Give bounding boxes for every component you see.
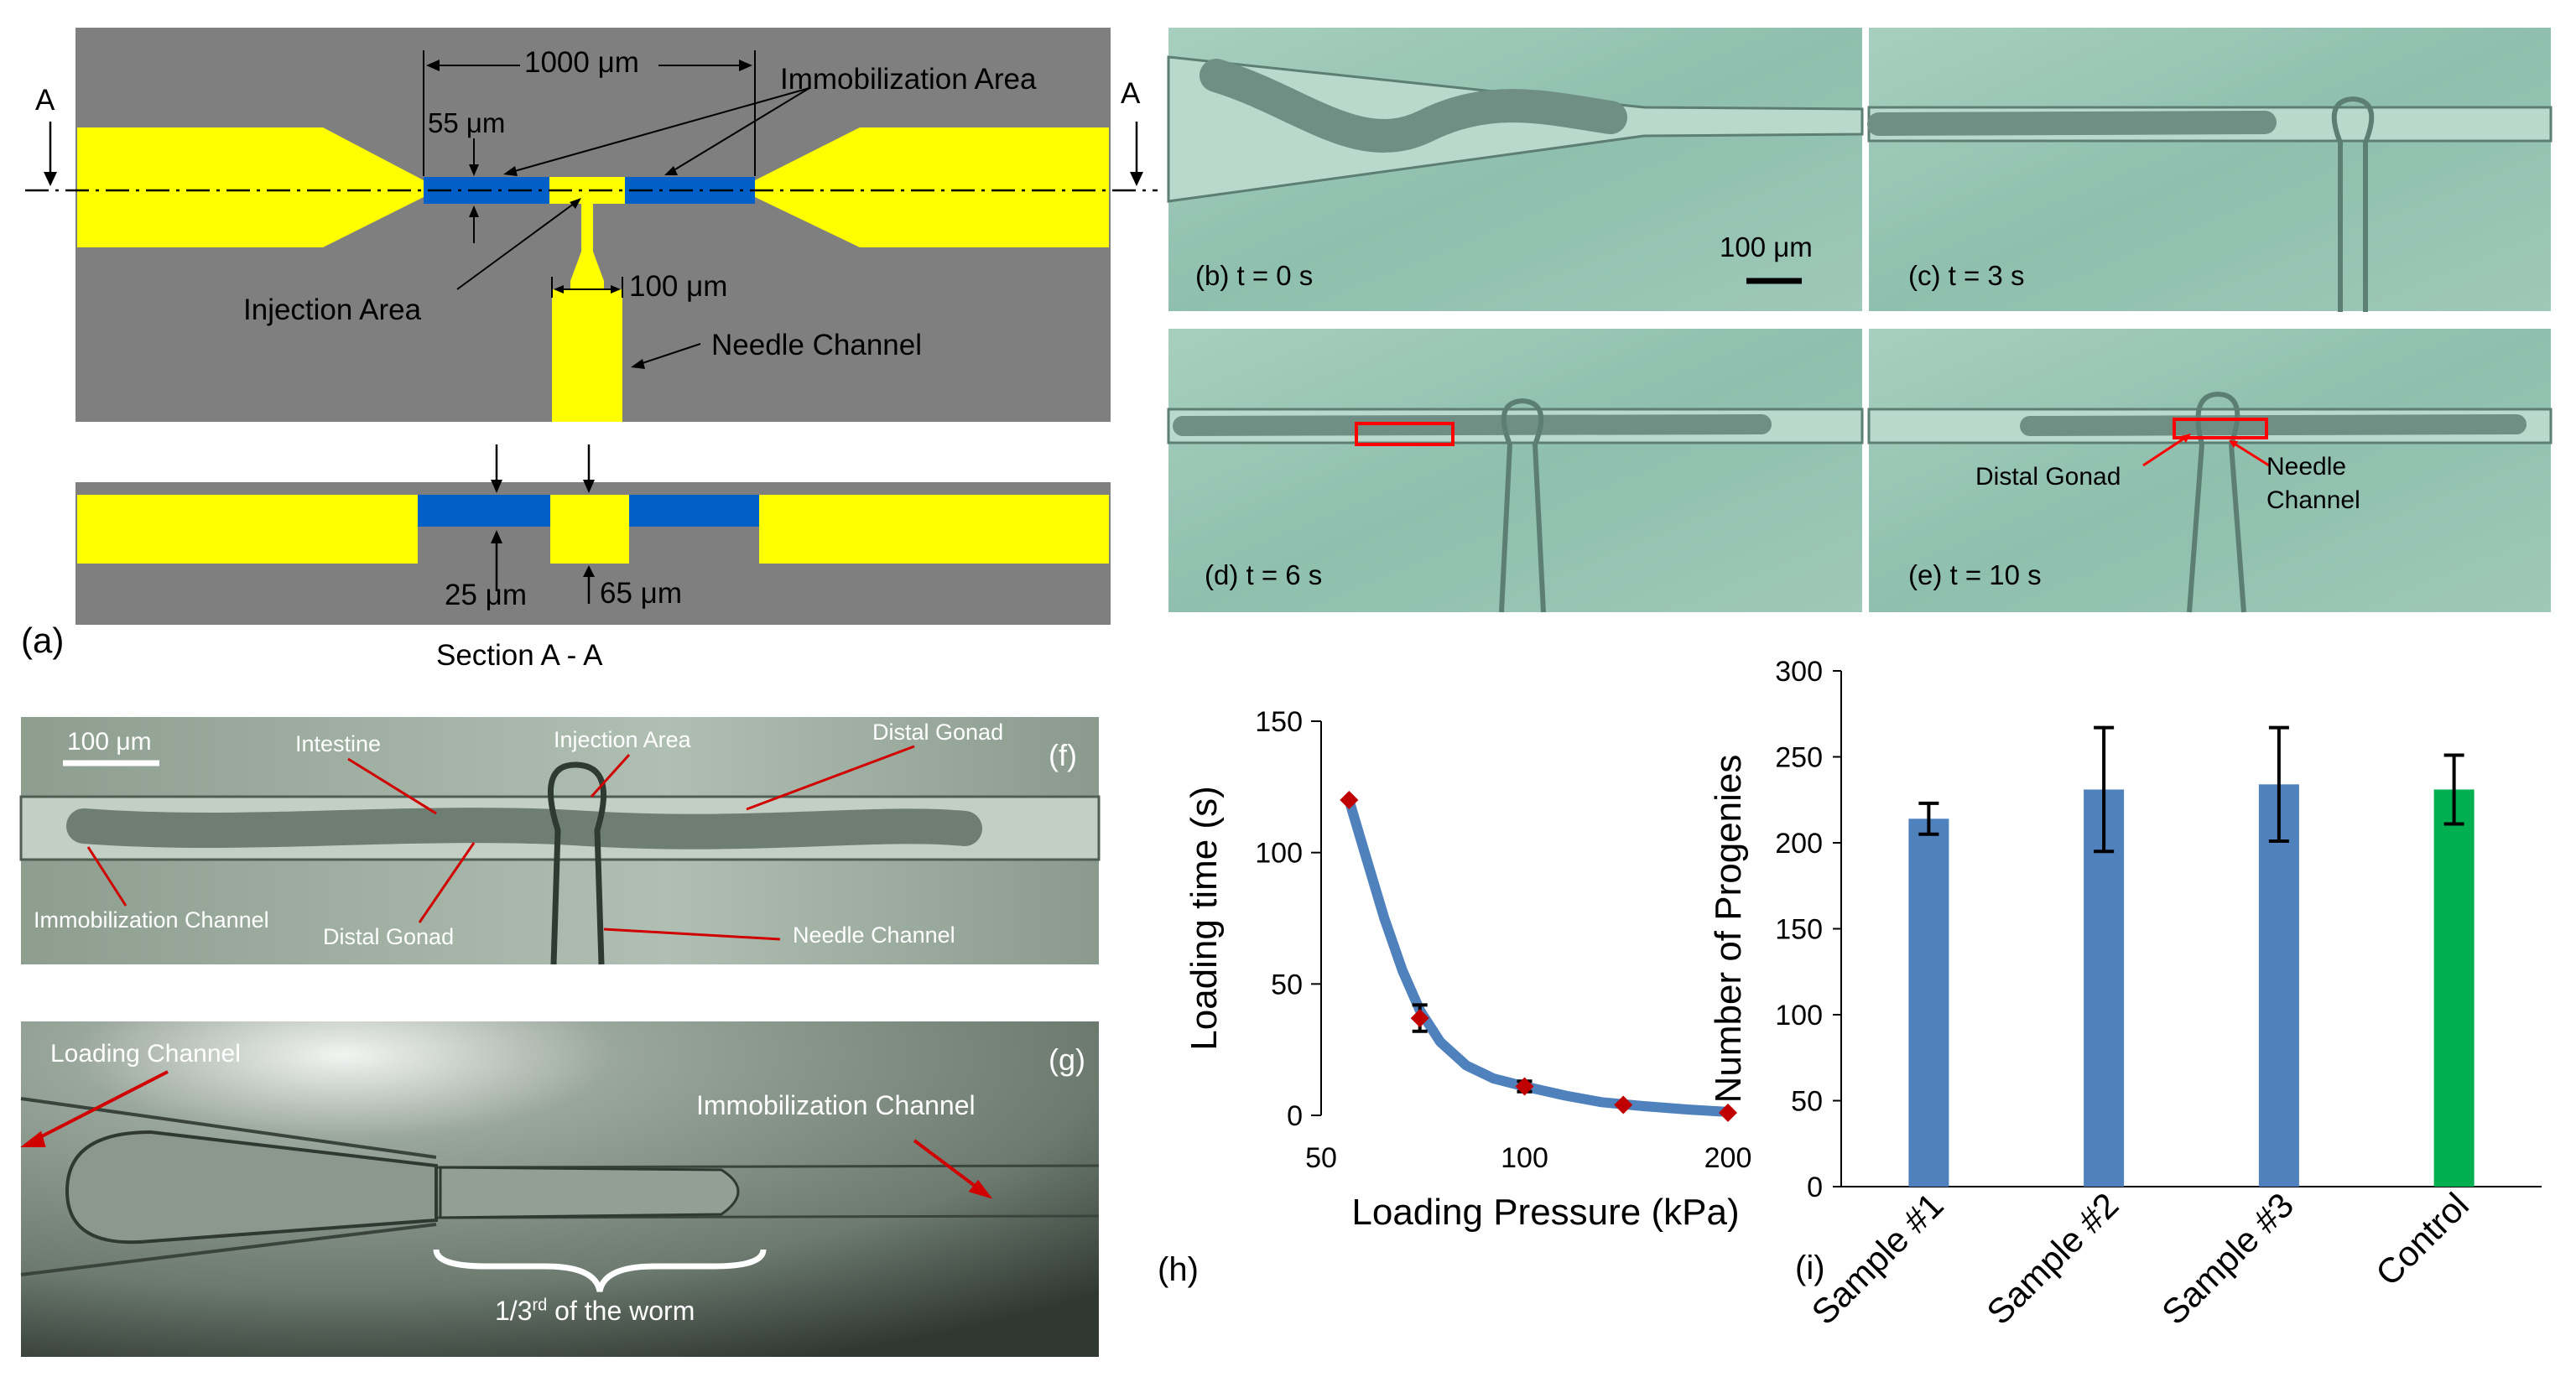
panel-e-needle-label: Needle [2266, 453, 2347, 481]
section-caption: Section A - A [436, 639, 603, 672]
y-tick-label-i: 100 [1775, 1000, 1823, 1031]
panel-h-label: (h) [1158, 1251, 1199, 1288]
injection-area-label: Injection Area [243, 294, 422, 326]
panel-c-label: (c) t = 3 s [1908, 260, 2025, 291]
dim-65-label: 65 μm [600, 577, 682, 610]
micrograph-e [1867, 329, 2553, 613]
panel-f-label: (f) [1049, 738, 1077, 772]
needle-channel-label: Needle Channel [711, 329, 923, 361]
highlight-box-d [1355, 422, 1455, 446]
panel-g-loading-channel-label: Loading Channel [50, 1040, 241, 1068]
panel-f-intestine-label: Intestine [295, 731, 382, 756]
panel-g-label: (g) [1049, 1042, 1085, 1077]
y-tick-label-i: 150 [1775, 914, 1823, 946]
data-point-h [1719, 1103, 1737, 1122]
dim-25-label: 25 μm [445, 579, 527, 611]
dim-100-label: 100 μm [629, 270, 728, 303]
data-point-h [1515, 1077, 1534, 1096]
right-channel [755, 127, 1109, 247]
y-tick-label-i: 0 [1807, 1172, 1823, 1203]
y-tick-label-i: 250 [1775, 742, 1823, 774]
needle-channel [552, 289, 622, 422]
y-tick-label-i: 200 [1775, 828, 1823, 860]
panel-f-distal-gonad-top-label: Distal Gonad [872, 720, 1004, 745]
panel-a-label: (a) [21, 621, 65, 660]
immobilization-area-label: Immobilization Area [780, 63, 1037, 96]
panel-f-needle-channel-label: Needle Channel [793, 922, 955, 948]
left-channel [77, 127, 424, 247]
dim-1000-label: 1000 μm [524, 46, 639, 79]
bar-i [1908, 818, 1949, 1187]
x-tick-label-h: 50 [1305, 1142, 1337, 1174]
panel-f-distal-gonad-bottom-label: Distal Gonad [323, 924, 455, 949]
data-point-h [1340, 791, 1359, 809]
panel-i-label: (i) [1795, 1250, 1825, 1286]
y-tick-label-h: 50 [1271, 969, 1303, 1000]
x-tick-label-h: 200 [1704, 1142, 1752, 1174]
micrograph-d [1167, 329, 1864, 613]
category-label-i: Sample #3 [2154, 1185, 2301, 1332]
section-marker-right: A [1121, 77, 1141, 110]
y-tick-label-h: 100 [1255, 838, 1303, 870]
fit-curve-h [1344, 795, 1733, 1117]
y-tick-label-i: 50 [1791, 1086, 1823, 1118]
bar-i [2433, 789, 2475, 1187]
panel-g-worm-fraction-label: 1/3rd of the worm [495, 1296, 695, 1326]
y-tick-label-h: 150 [1255, 706, 1303, 738]
panel-b-scale-label: 100 μm [1720, 231, 1813, 262]
dim-55-label: 55 μm [428, 107, 506, 138]
panel-g-immobilization-channel-label: Immobilization Channel [696, 1090, 976, 1120]
category-label-i: Sample #2 [1979, 1185, 2126, 1332]
section-marker-left: A [35, 84, 55, 117]
panel-e-channel-label: Channel [2266, 486, 2360, 514]
category-label-i: Sample #1 [1804, 1185, 1951, 1332]
panel-f-scale-label: 100 μm [67, 728, 152, 756]
x-axis-title-h: Loading Pressure (kPa) [1351, 1192, 1739, 1233]
micrograph-b [1167, 28, 1864, 311]
data-point-h [1410, 1009, 1429, 1028]
panel-f-injection-area-label: Injection Area [554, 727, 691, 752]
y-axis-title-h: Loading time (s) [1184, 786, 1225, 1050]
bar-i [2258, 784, 2299, 1187]
bar-i [2084, 789, 2125, 1187]
y-axis-title-i: Number of Progenies [1708, 755, 1749, 1104]
highlight-box-e [2173, 418, 2268, 439]
y-tick-label-h: 0 [1287, 1100, 1303, 1132]
y-tick-label-i: 300 [1775, 656, 1823, 688]
panel-b-label: (b) t = 0 s [1195, 260, 1314, 291]
micrograph-c [1867, 28, 2553, 312]
panel-e-label: (e) t = 10 s [1908, 559, 2042, 590]
panel-f-immobilization-channel-label: Immobilization Channel [34, 907, 269, 933]
x-tick-label-h: 100 [1501, 1142, 1548, 1174]
data-point-h [1614, 1095, 1633, 1115]
panel-e-distal-gonad-label: Distal Gonad [1975, 463, 2121, 491]
panel-d-label: (d) t = 6 s [1205, 559, 1323, 590]
category-label-i: Control [2368, 1185, 2476, 1293]
